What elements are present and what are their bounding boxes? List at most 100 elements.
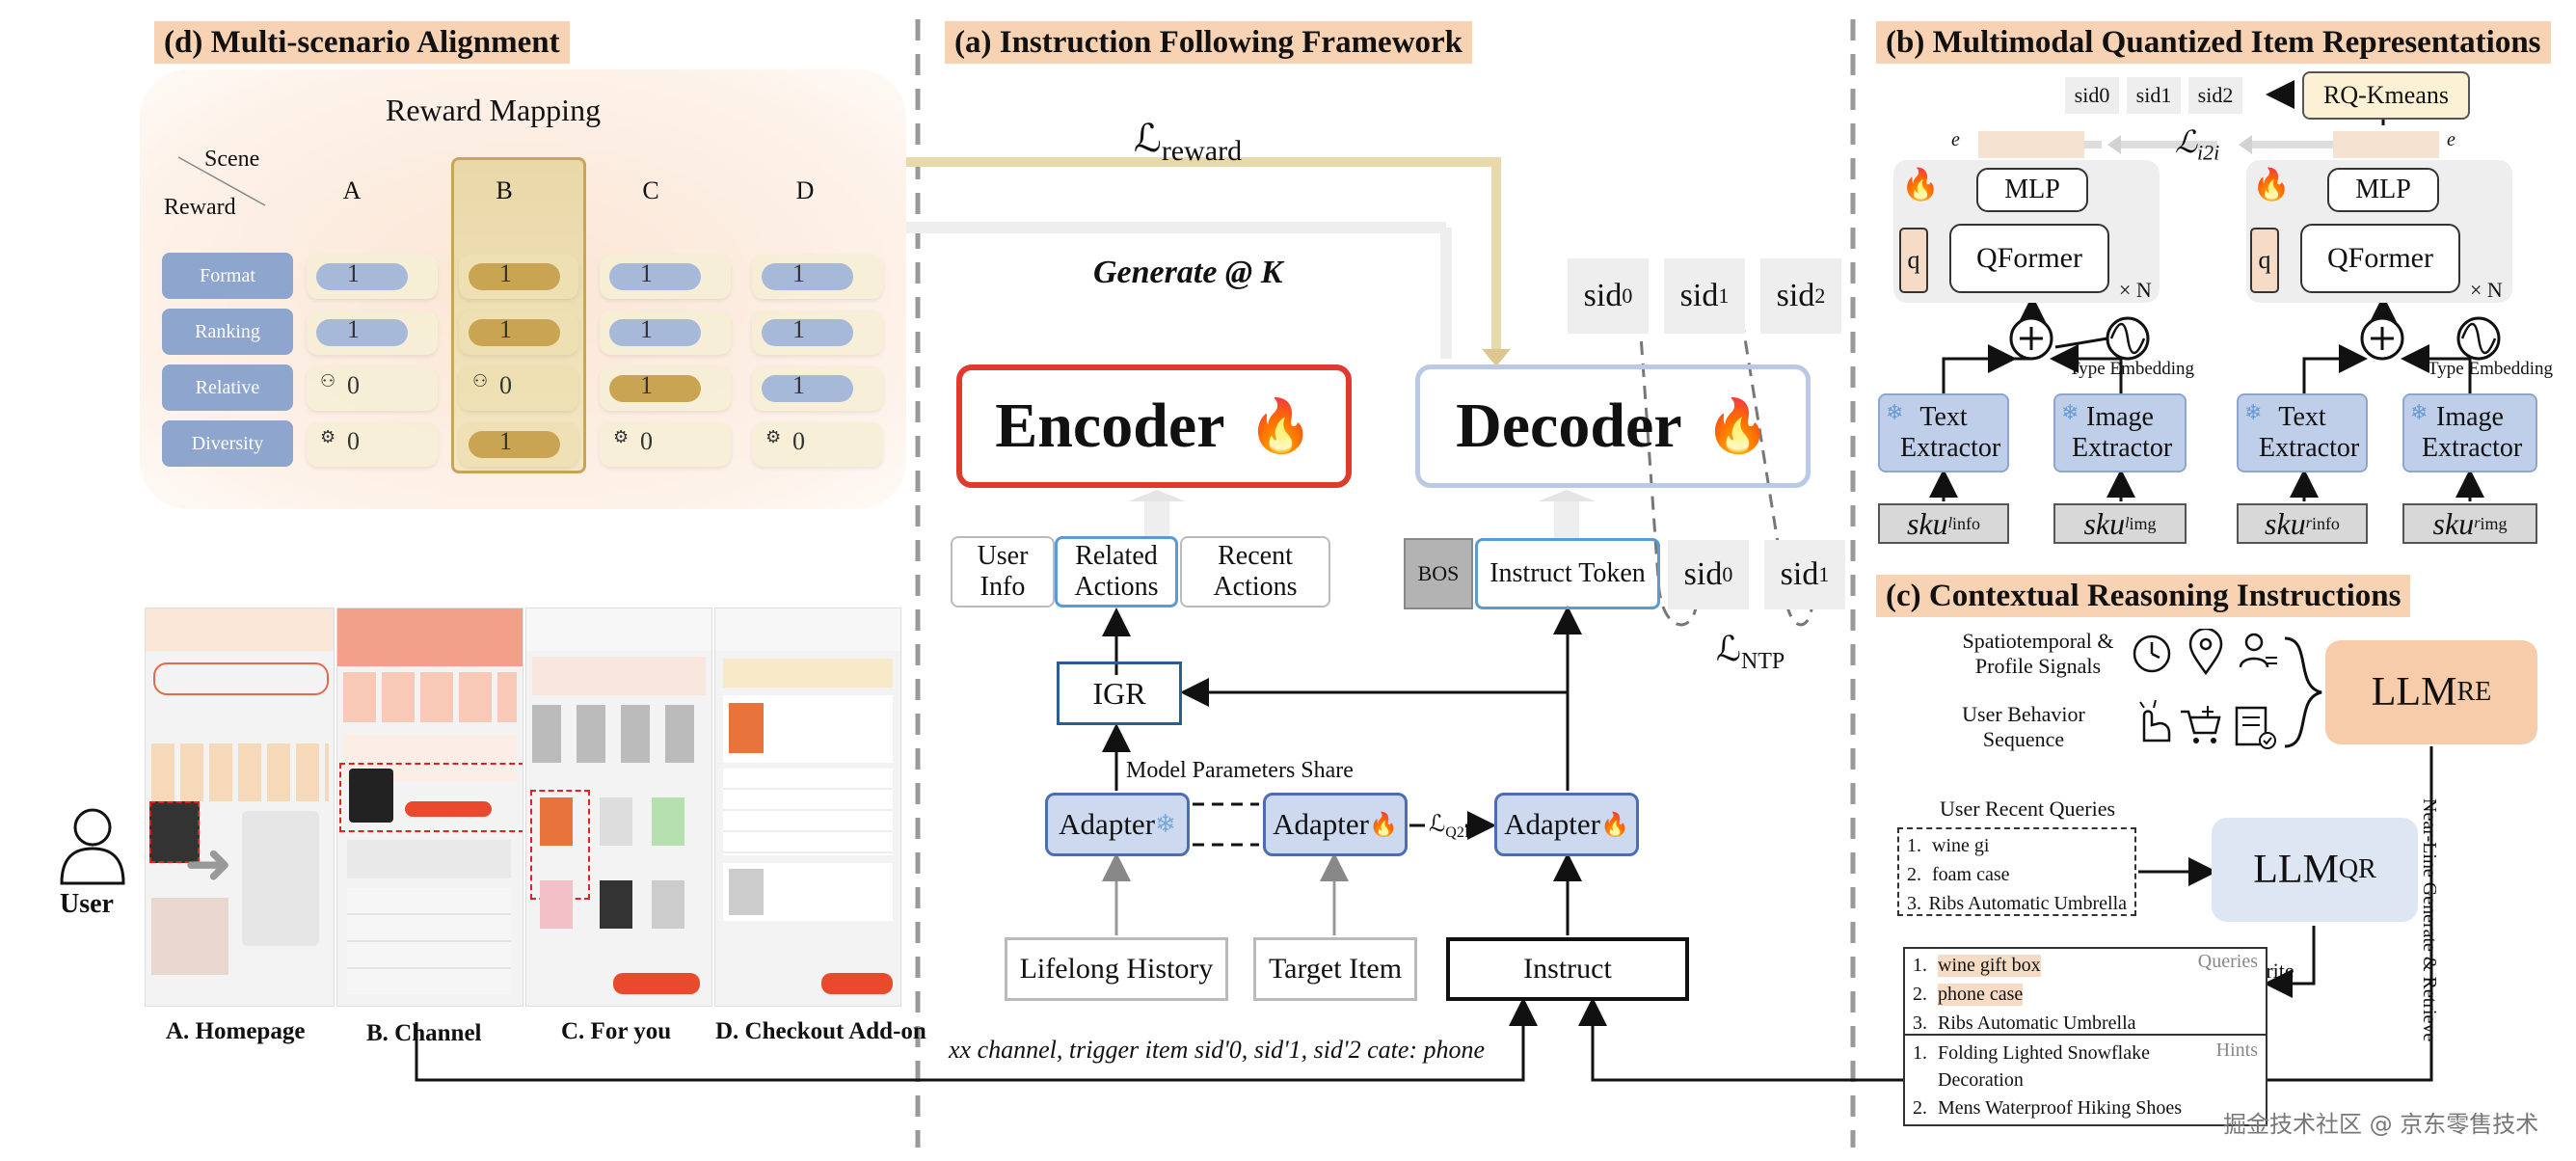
cell-ranking-a: 1: [307, 310, 438, 355]
cell-format-c: 1: [600, 255, 731, 299]
title-contextual-reasoning: (c) Contextual Reasoning Instructions: [1876, 575, 2411, 617]
fire-icon: 🔥: [1901, 167, 1940, 202]
sid-output-row: sid0 sid1 sid2: [2065, 77, 2281, 114]
recent-actions-box: Recent Actions: [1180, 536, 1330, 608]
cell-diversity-a: ⚙0: [307, 422, 438, 467]
reward-mapping-title: Reward Mapping: [386, 93, 602, 127]
e-left-label: e: [1951, 129, 1960, 150]
row-label-relative: Relative: [162, 364, 293, 411]
hints-section: Hints 1.Folding Lighted Snowflake Decora…: [1905, 1036, 2266, 1126]
text-extractor-right: ❄Text Extractor: [2237, 393, 2368, 472]
fire-icon: 🔥: [1704, 396, 1770, 455]
cell-relative-b: ⚇0: [459, 366, 578, 411]
list-item: 2.Mens Waterproof Hiking Shoes: [1913, 1096, 2182, 1119]
embedding-left: [1978, 131, 2084, 158]
cell-ranking-c: 1: [600, 310, 731, 355]
tap-hand-icon: [2139, 699, 2171, 742]
profile-icon: [2239, 633, 2277, 668]
snowflake-icon: ❄: [2410, 400, 2428, 424]
igr-box: IGR: [1057, 662, 1182, 725]
screenshot-checkout: [714, 608, 901, 1007]
list-item: 3.Ribs Automatic Umbrella: [1907, 892, 2127, 914]
corner-reward: Reward: [164, 195, 236, 220]
list-item: 2.phone case: [1913, 983, 2024, 1006]
fire-icon: 🔥: [1248, 396, 1313, 455]
times-n-left: × N: [2119, 278, 2152, 302]
snowflake-icon: ❄: [1886, 400, 1904, 424]
lifelong-history-box: Lifelong History: [1005, 937, 1228, 1001]
reward-loss-label: ℒreward: [1134, 117, 1243, 167]
caption-homepage: A. Homepage: [166, 1018, 306, 1044]
rq-kmeans-box: RQ-Kmeans: [2302, 71, 2470, 120]
corner-diagonal: [177, 156, 266, 206]
snowflake-icon: ❄: [2244, 400, 2263, 424]
location-pin-icon: [2188, 629, 2223, 676]
row-label-ranking: Ranking: [162, 309, 293, 355]
screenshot-for-you: [525, 608, 712, 1007]
instruct-example-text: xx channel, trigger item sid'0, sid'1, s…: [949, 1036, 1486, 1064]
qformer-right: QFormer: [2300, 224, 2460, 293]
user-label: User: [60, 889, 114, 919]
watermark: 掘金技术社区 @ 京东零售技术: [2223, 1111, 2539, 1138]
image-extractor-left: ❄Image Extractor: [2053, 393, 2187, 472]
mlp-right: MLP: [2327, 168, 2439, 212]
plus-icon: [2009, 316, 2053, 361]
title-quantized-representations: (b) Multimodal Quantized Item Representa…: [1876, 21, 2551, 64]
image-extractor-right: ❄Image Extractor: [2402, 393, 2537, 472]
ntp-loss-label: ℒNTP: [1716, 630, 1785, 675]
sine-wave-icon: [2456, 316, 2501, 361]
behavior-label: User Behavior Sequence: [1962, 702, 2085, 751]
list-item: 2.foam case: [1907, 863, 2010, 885]
snowflake-icon: ❄: [1155, 810, 1176, 838]
fire-icon: 🔥: [1368, 812, 1398, 838]
list-item: 3.Ribs Automatic Umbrella: [1913, 1012, 2136, 1034]
signal-icons: [2133, 629, 2277, 749]
queries-section: Queries 1.wine gift box 2.phone case 3.R…: [1905, 949, 2266, 1036]
title-instruction-framework: (a) Instruction Following Framework: [945, 21, 1473, 64]
clock-icon: [2133, 634, 2171, 673]
i2i-loss-label: ℒi2i: [2175, 124, 2220, 165]
title-multi-scenario: (d) Multi-scenario Alignment: [154, 21, 570, 64]
rq-sid0: sid0: [2065, 77, 2119, 114]
cell-diversity-c: ⚙0: [600, 422, 731, 467]
snowflake-icon: ❄: [2061, 400, 2080, 424]
encoder-block: Encoder🔥: [956, 364, 1352, 488]
times-n-right: × N: [2470, 278, 2503, 302]
caption-for-you: C. For you: [561, 1018, 672, 1044]
cell-format-b: 1: [459, 255, 578, 299]
bos-token: BOS: [1404, 538, 1473, 609]
row-label-format: Format: [162, 253, 293, 299]
cart-icon: [2181, 706, 2221, 743]
recent-queries-title: User Recent Queries: [1940, 796, 2116, 821]
embedding-right: [2333, 131, 2439, 158]
queries-label: Queries: [2197, 951, 2258, 972]
hints-label: Hints: [2215, 1040, 2258, 1061]
user-icon: [60, 808, 125, 885]
screenshot-channel: [336, 608, 523, 1007]
list-item: 1.Folding Lighted Snowflake Decoration: [1913, 1042, 2150, 1091]
instruct-token-box: Instruct Token: [1475, 538, 1660, 609]
sine-wave-icon: [2106, 316, 2150, 361]
near-line-label: Near-Line Generate & Retrieve: [2419, 798, 2440, 1042]
checklist-icon: [2235, 706, 2276, 749]
cell-ranking-b: 1: [459, 310, 578, 355]
list-item: 1.wine gi: [1907, 834, 1990, 856]
related-actions-box: Related Actions: [1055, 536, 1178, 608]
text-extractor-left: ❄Text Extractor: [1878, 393, 2009, 472]
qformer-left: QFormer: [1949, 224, 2109, 293]
fire-icon: 🔥: [2252, 167, 2291, 202]
signals-label: Spatiotemporal & Profile Signals: [1962, 629, 2114, 678]
recent-queries-list: 1.wine gi 2.foam case 3.Ribs Automatic U…: [1897, 827, 2136, 916]
instruct-box: Instruct: [1446, 937, 1689, 1001]
scene-header-a: A: [342, 176, 362, 204]
row-label-diversity: Diversity: [162, 420, 293, 467]
